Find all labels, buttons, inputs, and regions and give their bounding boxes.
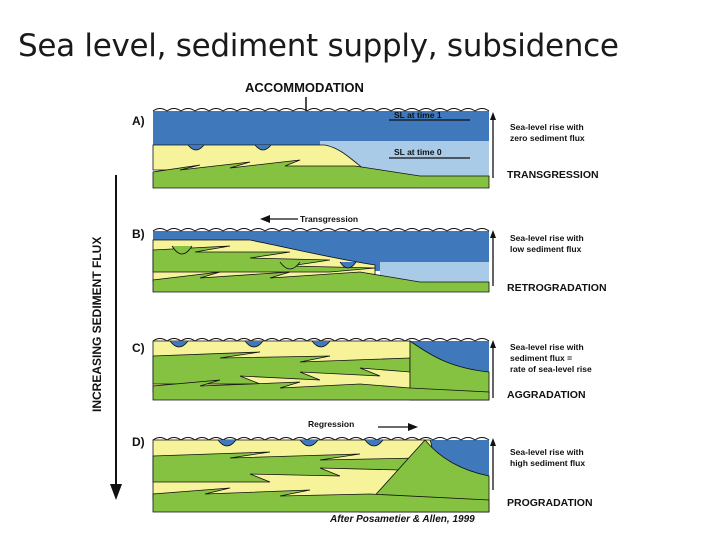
slide-title: Sea level, sediment supply, subsidence: [18, 28, 619, 64]
sediment-flux-axis-label: INCREASING SEDIMENT FLUX: [90, 237, 104, 412]
panel-c-note-line2: sediment flux =: [510, 353, 572, 363]
panel-a-letter: A): [132, 114, 145, 128]
panel-a-shelf: [152, 159, 490, 189]
panel-d-channel-2: [299, 439, 319, 447]
panel-b-note-line1: Sea-level rise with: [510, 233, 584, 243]
panel-b: Transgression B) Sea-level rise with low…: [132, 214, 607, 294]
regression-arrow-label: Regression: [308, 419, 354, 429]
panel-b-note-line2: low sediment flux: [510, 244, 582, 254]
panel-a-sl-time1-label: SL at time 1: [394, 110, 442, 120]
panel-d-channel-1: [217, 439, 237, 447]
panel-a-sl-time0-label: SL at time 0: [394, 147, 442, 157]
panel-c-shelf: [152, 379, 490, 401]
transgression-arrowhead: [260, 215, 270, 223]
panel-b-shelf: [152, 271, 490, 293]
panel-a-channel-2: [254, 144, 272, 151]
panel-d-process: PROGRADATION: [507, 497, 593, 509]
panel-a-note-line2: zero sediment flux: [510, 133, 585, 143]
panel-c: C) Sea-level rise with sediment flux = r…: [132, 338, 592, 401]
panel-c-process: AGGRADATION: [507, 389, 586, 401]
panel-b-rise-arrowhead: [490, 230, 496, 238]
panel-a-rise-arrowhead: [490, 112, 496, 120]
accommodation-header: ACCOMMODATION: [245, 80, 364, 95]
panel-d-channel-3: [364, 439, 384, 447]
panel-d-note-line2: high sediment flux: [510, 458, 585, 468]
panel-b-channel-1: [171, 245, 193, 255]
panel-b-letter: B): [132, 227, 145, 241]
panel-d-rise-arrowhead: [490, 438, 496, 446]
panel-b-channel-2: [279, 261, 301, 270]
panel-c-note-line1: Sea-level rise with: [510, 342, 584, 352]
panel-c-channel-2: [244, 340, 264, 348]
panel-d: Regression D) Sea-level rise with high s…: [132, 419, 593, 513]
panel-d-letter: D): [132, 435, 145, 449]
transgression-arrow-label: Transgression: [300, 214, 358, 224]
regression-arrowhead: [408, 423, 418, 431]
panel-c-note-line3: rate of sea-level rise: [510, 364, 592, 374]
panel-c-slope: [409, 340, 490, 401]
source-credit: After Posametier & Allen, 1999: [329, 514, 475, 525]
panel-a-process: TRANSGRESSION: [507, 169, 599, 181]
panel-c-letter: C): [132, 341, 145, 355]
panel-d-note-line1: Sea-level rise with: [510, 447, 584, 457]
panel-b-shallow-water: [380, 262, 489, 284]
panel-b-shelf-tongues: [152, 245, 376, 273]
panel-b-process: RETROGRADATION: [507, 282, 607, 294]
panel-a: SL at time 1 SL at time 0 A) Sea-level r…: [132, 108, 599, 189]
panel-d-shelf: [152, 487, 490, 513]
panel-c-channel-3: [311, 340, 331, 348]
panel-b-channel-3: [339, 261, 357, 269]
panel-b-sea-surface: [152, 228, 490, 232]
panel-a-sea-surface: [152, 108, 490, 112]
panel-a-note-line1: Sea-level rise with: [510, 122, 584, 132]
panel-a-channel-1: [187, 144, 205, 151]
sediment-flux-axis-arrowhead: [110, 484, 122, 500]
panel-c-shelf-tongues: [152, 351, 411, 385]
panel-c-channel-1: [169, 340, 189, 348]
panel-c-rise-arrowhead: [490, 340, 496, 348]
